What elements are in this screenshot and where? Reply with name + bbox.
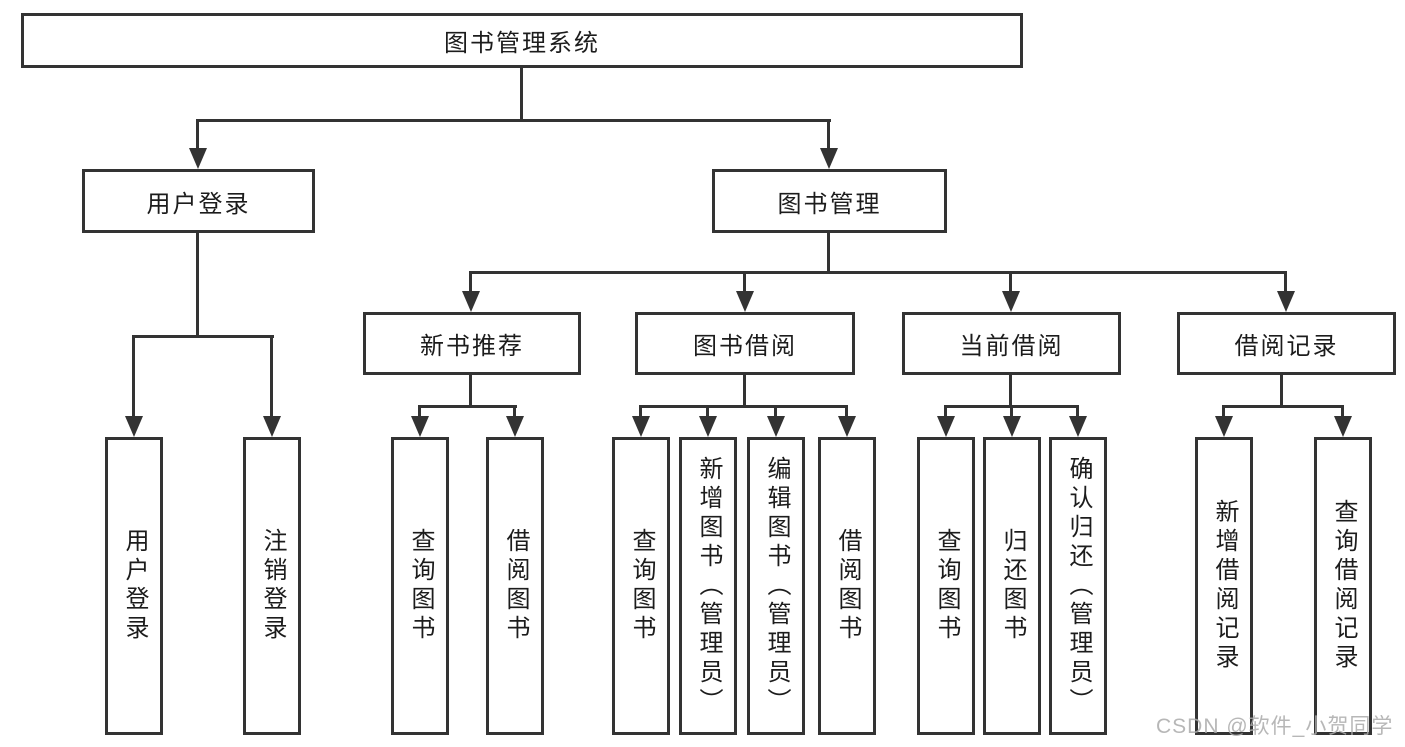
node-root: 图书管理系统: [21, 13, 1023, 68]
node-book-management: 图书管理: [712, 169, 947, 233]
connector-line: [743, 375, 746, 405]
connector-line: [419, 405, 517, 408]
connector-line: [418, 405, 421, 418]
connector-line: [1009, 375, 1012, 405]
connector-line: [743, 271, 746, 293]
connector-line: [1284, 271, 1287, 293]
leaf-query-books-3: 查询图书: [917, 437, 975, 735]
connector-line: [133, 335, 274, 338]
leaf-query-books-2: 查询图书: [612, 437, 670, 735]
arrow-down-icon: [820, 148, 838, 169]
connector-line: [197, 119, 831, 122]
leaf-borrow-books-2: 借阅图书: [818, 437, 876, 735]
leaf-label: 用户登录: [121, 528, 148, 644]
connector-line: [470, 271, 1287, 274]
node-book-borrow: 图书借阅: [635, 312, 855, 375]
leaf-label: 编辑图书（管理员）: [763, 455, 790, 717]
node-borrow-records-label: 借阅记录: [1234, 333, 1339, 360]
connector-line: [640, 405, 848, 408]
node-new-book-recommend-label: 新书推荐: [420, 333, 524, 360]
leaf-confirm-return-admin: 确认归还（管理员）: [1049, 437, 1107, 735]
connector-line: [1222, 405, 1225, 418]
arrow-down-icon: [1002, 291, 1020, 312]
leaf-return-books: 归还图书: [983, 437, 1041, 735]
leaf-label: 注销登录: [259, 528, 286, 644]
leaf-user-login: 用户登录: [105, 437, 163, 735]
leaf-label: 查询借阅记录: [1330, 499, 1357, 673]
arrow-down-icon: [699, 416, 717, 437]
connector-line: [469, 271, 472, 293]
node-user-login-label: 用户登录: [146, 190, 251, 218]
connector-line: [827, 119, 830, 150]
connector-line: [1076, 405, 1079, 418]
connector-line: [469, 375, 472, 405]
node-book-borrow-label: 图书借阅: [693, 333, 797, 360]
node-current-borrow: 当前借阅: [902, 312, 1121, 375]
arrow-down-icon: [125, 416, 143, 437]
connector-line: [1009, 271, 1012, 293]
connector-line: [944, 405, 947, 418]
leaf-add-borrow-record: 新增借阅记录: [1195, 437, 1253, 735]
leaf-label: 新增借阅记录: [1211, 499, 1238, 673]
leaf-logout: 注销登录: [243, 437, 301, 735]
node-book-management-label: 图书管理: [777, 190, 882, 218]
arrow-down-icon: [189, 148, 207, 169]
leaf-query-books-1: 查询图书: [391, 437, 449, 735]
leaf-label: 查询图书: [933, 528, 960, 644]
leaf-edit-books-admin: 编辑图书（管理员）: [747, 437, 805, 735]
node-new-book-recommend: 新书推荐: [363, 312, 581, 375]
arrow-down-icon: [937, 416, 955, 437]
connector-line: [1222, 405, 1344, 408]
connector-line: [774, 405, 777, 418]
connector-line: [845, 405, 848, 418]
connector-line: [1280, 375, 1283, 405]
connector-line: [639, 405, 642, 418]
arrow-down-icon: [632, 416, 650, 437]
leaf-label: 借阅图书: [502, 528, 529, 644]
arrow-down-icon: [462, 291, 480, 312]
connector-line: [513, 405, 516, 418]
node-user-login: 用户登录: [82, 169, 315, 233]
arrow-down-icon: [838, 416, 856, 437]
connector-line: [132, 335, 135, 418]
connector-line: [1341, 405, 1344, 418]
node-root-label: 图书管理系统: [444, 30, 600, 57]
arrow-down-icon: [736, 291, 754, 312]
node-current-borrow-label: 当前借阅: [959, 333, 1064, 360]
leaf-add-books-admin: 新增图书（管理员）: [679, 437, 737, 735]
leaf-label: 确认归还（管理员）: [1065, 455, 1092, 717]
csdn-watermark: CSDN @软件_小贺同学: [1156, 715, 1394, 738]
leaf-borrow-books-1: 借阅图书: [486, 437, 544, 735]
connector-line: [196, 233, 199, 335]
leaf-label: 查询图书: [628, 528, 655, 644]
leaf-label: 查询图书: [407, 528, 434, 644]
arrow-down-icon: [767, 416, 785, 437]
leaf-label: 新增图书（管理员）: [695, 455, 722, 717]
connector-line: [706, 405, 709, 418]
connector-line: [520, 68, 523, 119]
arrow-down-icon: [1003, 416, 1021, 437]
connector-line: [270, 335, 273, 418]
leaf-label: 归还图书: [999, 528, 1026, 644]
connector-line: [196, 119, 199, 150]
arrow-down-icon: [1334, 416, 1352, 437]
arrow-down-icon: [263, 416, 281, 437]
connector-line: [827, 233, 830, 271]
arrow-down-icon: [506, 416, 524, 437]
leaf-label: 借阅图书: [834, 528, 861, 644]
arrow-down-icon: [1277, 291, 1295, 312]
arrow-down-icon: [411, 416, 429, 437]
node-borrow-records: 借阅记录: [1177, 312, 1396, 375]
leaf-query-borrow-record: 查询借阅记录: [1314, 437, 1372, 735]
arrow-down-icon: [1069, 416, 1087, 437]
arrow-down-icon: [1215, 416, 1233, 437]
connector-line: [1010, 405, 1013, 418]
